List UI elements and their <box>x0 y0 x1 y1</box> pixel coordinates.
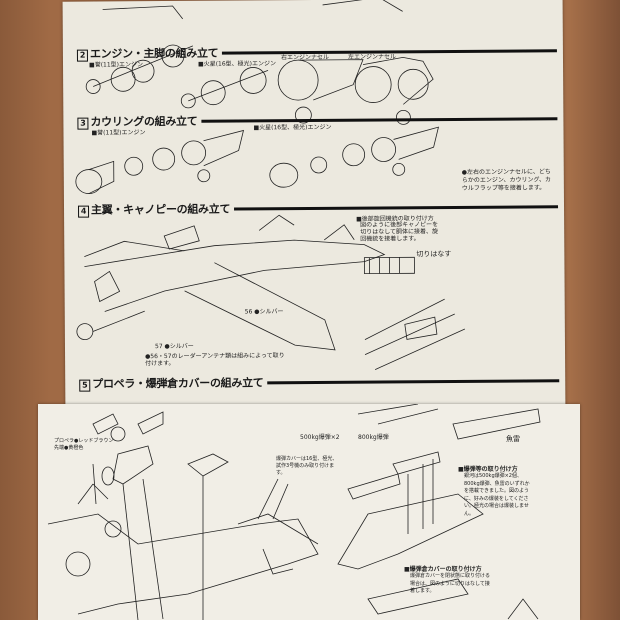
label-torpedo: 魚雷 <box>506 435 520 443</box>
assembly-diagrams-upper <box>75 0 466 370</box>
label-engine-kasei: ■火星(16型、極光)エンジン <box>197 60 277 68</box>
label-bomb-800kg: 800kg爆弾 <box>358 434 389 441</box>
bay-note: 爆弾倉カバーを閉状態に取り付ける場合は、図のように切りはなして接着します。 <box>410 573 491 594</box>
label-silver-57: 57 ●シルバー <box>154 342 194 351</box>
label-silver-56: 56 ●シルバー <box>244 308 284 316</box>
canopy-note: 図のように後部キャノピーを切りはなして胴体に接着、旋回機銃を接着します。 <box>360 221 439 243</box>
label-nacelle-right: 右エンジンナセル <box>280 53 330 62</box>
label-nacelle-left: 左エンジンナセル <box>347 53 397 61</box>
label-cowling-kasei: ■火星(16型、極光)エンジン <box>253 123 332 132</box>
bomb-note: 銀河は500kg爆弾×2個、800kg爆弾、魚雷のいずれかを搭載できました。図の… <box>464 473 530 517</box>
propeller-note: プロペラ●レッドブラウン 先端●黄橙色 <box>54 438 114 451</box>
label-cowling-homare: ■誉(11型)エンジン <box>91 129 146 137</box>
label-engine-homare: ■誉(11型)エンジン <box>88 61 144 69</box>
radar-note: ●56・57のレーダーアンテナ類は組みによって取り付けます。 <box>145 352 285 368</box>
bay-note-title: ■爆弾倉カバーの取り付け方 <box>404 566 482 573</box>
cowling-note: ●左右のエンジンナセルに、どちらかのエンジン、カウリング、カウルフラップ等を接着… <box>461 168 552 192</box>
instruction-sheet-lower: プロペラ●レッドブラウン 先端●黄橙色 爆弾カバーは16型、極光、試作3号機のみ… <box>38 404 580 620</box>
bomb-note-title: ■爆弾等の取り付け方 <box>458 466 518 473</box>
cover-note: 爆弾カバーは16型、極光、試作3号機のみ取り付けます。 <box>276 456 338 476</box>
label-bomb-500kg: 500kg爆弾×2 <box>300 434 340 441</box>
assembly-diagrams-lower <box>47 404 541 620</box>
cut-off-label: 切りはなす <box>416 250 452 259</box>
